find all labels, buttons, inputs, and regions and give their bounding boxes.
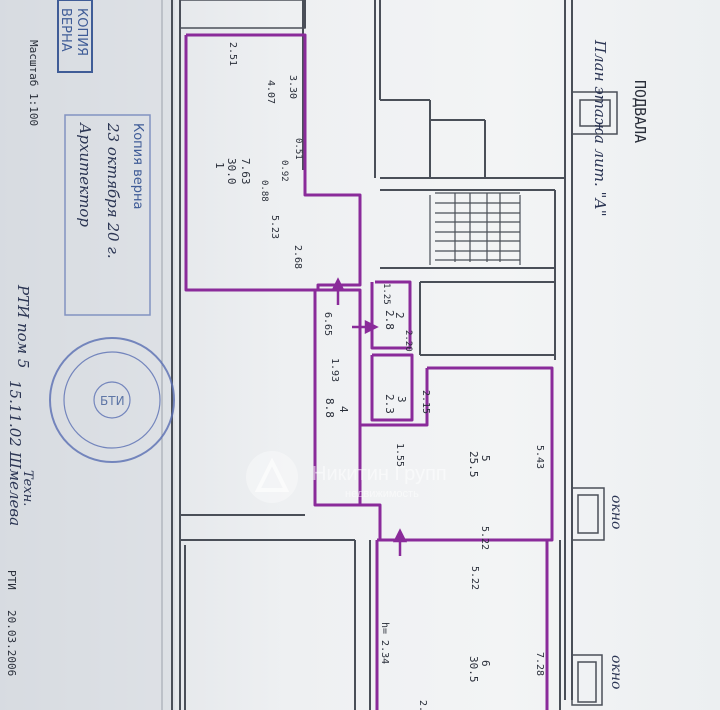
svg-text:2: 2 [393, 312, 406, 319]
svg-text:2.3: 2.3 [383, 394, 396, 414]
svg-text:25.5: 25.5 [467, 451, 480, 478]
bottom-note: РТИ 20.03.2006 [5, 570, 18, 676]
watermark: Никитин Групп недвижимость [246, 451, 447, 503]
dim-0-92: 0.92 [279, 160, 289, 182]
date-tech-label: 15.11.02 Шмелева [6, 380, 24, 526]
copy-stamp-line2: ВЕРНА [58, 8, 73, 52]
dim-6-65: 6.65 [322, 312, 333, 336]
svg-text:окно: окно [608, 655, 624, 689]
round-stamp-text: БТИ [100, 394, 125, 408]
dim-0-88: 0.88 [259, 180, 269, 202]
rect-stamp-line2: 23 октября 20 г. [104, 122, 122, 259]
svg-text:4: 4 [337, 406, 350, 413]
dim-5-43: 5.43 [534, 445, 545, 469]
dim-2-20: 2.20 [403, 330, 413, 352]
dim-1-93: 1.93 [329, 358, 340, 382]
walls [171, 0, 573, 710]
svg-text:6: 6 [479, 660, 492, 667]
room-outlines [184, 33, 554, 710]
date-bottom-label: 20.03.2006 [5, 610, 18, 676]
dim-5-23: 5.23 [269, 215, 280, 239]
room-6-label: 6 30.5 [467, 656, 492, 683]
top-room-outline [179, 0, 306, 29]
tech-label: Техн. [20, 470, 35, 506]
dim-2-68: 2.68 [292, 245, 303, 269]
room-1-label: 1 30.0 7.63 [213, 158, 252, 185]
rti-label: РТИ пом 5 [14, 284, 32, 368]
room-5-label: 5 25.5 [467, 451, 492, 478]
dim-h-2-34: h= 2.34 [379, 622, 390, 664]
rect-stamp-line3: Архитектор [76, 122, 94, 227]
svg-text:30.5: 30.5 [467, 656, 480, 683]
entry-arrows [330, 277, 408, 556]
svg-text:3: 3 [395, 396, 408, 403]
rect-stamp-line1: Копия верна [130, 123, 145, 209]
dim-2-51: 2.51 [227, 42, 238, 66]
dim-4-07: 4.07 [265, 80, 276, 104]
svg-text:7.63: 7.63 [239, 158, 252, 185]
svg-text:2.8: 2.8 [383, 310, 396, 330]
dim-2-33: 2.33 [417, 700, 428, 710]
room-1-outline [184, 33, 362, 292]
date-note: 15.11.02 Шмелева Техн. [6, 380, 35, 526]
room-3-label: 3 2.3 [383, 394, 408, 414]
staircase [429, 192, 521, 265]
svg-text:8.8: 8.8 [323, 398, 336, 418]
dim-3-30: 3.30 [287, 75, 298, 99]
dim-1-55: 1.55 [394, 443, 405, 467]
copy-stamp-line1: КОПИЯ [74, 8, 89, 56]
scale-label: Масштаб 1:100 [27, 40, 40, 126]
paper-fold-shadow [0, 0, 175, 710]
rti-note: РТИ пом 5 [14, 284, 32, 368]
rect-stamp: Копия верна 23 октября 20 г. Архитектор [64, 114, 151, 316]
svg-text:30.0: 30.0 [225, 158, 238, 185]
scale-label-group: Масштаб 1:100 [27, 40, 40, 126]
dim-1-25: 1.25 [381, 283, 391, 305]
dim-5-22-lower: 5.22 [469, 566, 480, 590]
watermark-name: Никитин Групп [312, 463, 447, 485]
dim-7-28: 7.28 [534, 652, 545, 676]
dim-2-15: 2.15 [420, 390, 431, 414]
dimension-labels: 2.51 3.30 4.07 0.51 0.92 0.88 5.23 2.68 … [227, 42, 545, 710]
watermark-sub: недвижимость [345, 488, 419, 500]
svg-text:5: 5 [479, 455, 492, 462]
dim-0-51: 0.51 [293, 138, 303, 160]
svg-text:окно: окно [608, 495, 624, 529]
room-5-outline [358, 366, 554, 542]
room-3-outline [370, 353, 414, 422]
title-line2: План этажа лит. "А" [591, 39, 609, 217]
window-label-1: окно [608, 495, 624, 529]
dim-5-22-upper: 5.22 [479, 526, 490, 550]
window-label-2: окно [608, 655, 624, 689]
round-stamp: БТИ [49, 337, 175, 463]
title-block: ПОДВАЛА План этажа лит. "А" [591, 39, 649, 217]
room-6-outline [377, 538, 549, 710]
room-labels: 1 30.0 7.63 2 2.8 3 2.3 4 8.8 5 25.5 6 3… [213, 158, 492, 683]
copy-stamp: КОПИЯ ВЕРНА [57, 0, 93, 73]
svg-text:1: 1 [213, 162, 226, 169]
window-wells [571, 91, 618, 706]
title-line1: ПОДВАЛА [631, 80, 649, 143]
room-4-label: 4 8.8 [323, 398, 350, 418]
rti-bottom-label: РТИ [5, 570, 18, 590]
room-2-label: 2 2.8 [383, 310, 406, 330]
